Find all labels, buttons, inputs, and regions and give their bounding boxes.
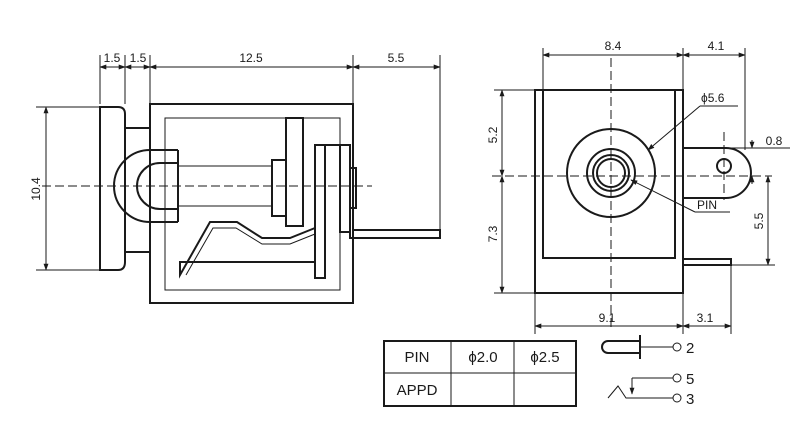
pin-number-2: 2: [686, 340, 694, 357]
side-flange: [99, 106, 126, 271]
side-spring-contact: [179, 221, 316, 279]
dim-front-bottom-right: 3.1: [697, 311, 714, 325]
dim-front-upper-left: 5.2: [486, 126, 500, 143]
callout-outer-diameter: ϕ5.6: [701, 91, 725, 105]
pin-table: PIN ϕ2.0 ϕ2.5 APPD: [383, 340, 577, 407]
side-body: [149, 103, 354, 304]
table-header-dia-2-0: ϕ2.0: [468, 349, 497, 366]
side-dimension-chain: 1.5 1.5 12.5 5.5: [99, 51, 441, 230]
side-pin-head: [271, 159, 287, 217]
front-top-dimensions: 8.4 4.1: [542, 39, 746, 150]
table-header-pin: PIN: [404, 349, 429, 366]
dim-front-lower-left: 7.3: [486, 225, 500, 242]
dim-side-2: 1.5: [130, 51, 147, 65]
table-row-label: APPD: [397, 382, 438, 399]
front-view: 8.4 4.1 9.1 3.1 5.2 7.3 5.5: [486, 39, 790, 334]
front-face: [542, 89, 676, 259]
dim-front-top-right: 4.1: [708, 39, 725, 53]
dim-side-4: 5.5: [388, 51, 405, 65]
front-left-dimensions: 5.2 7.3: [486, 89, 535, 294]
dim-side-3: 12.5: [239, 51, 263, 65]
front-lug: [683, 147, 752, 199]
front-right-dimensions: 5.5 0.8: [724, 134, 790, 266]
pin-number-5: 5: [686, 371, 694, 388]
schematic-pin-symbol: [601, 340, 641, 354]
front-bottom-terminal: [682, 258, 732, 266]
dim-front-bottom-width: 9.1: [599, 311, 616, 325]
dim-side-height: 10.4: [29, 177, 43, 201]
pin-number-3: 3: [686, 391, 694, 408]
dim-side-1: 1.5: [104, 51, 121, 65]
dim-front-top-width: 8.4: [605, 39, 622, 53]
dim-pin-offset: 0.8: [766, 134, 783, 148]
side-body-inner: [164, 117, 341, 291]
callout-pin: PIN: [697, 198, 717, 212]
dim-front-right: 5.5: [752, 212, 766, 229]
side-view: 1.5 1.5 12.5 5.5 10.4: [29, 51, 441, 304]
front-callouts: ϕ5.6 PIN: [630, 91, 738, 213]
side-terminal: [349, 229, 441, 239]
table-header-dia-2-5: ϕ2.5: [530, 349, 559, 366]
front-bottom-dimensions: 9.1 3.1: [534, 265, 732, 334]
side-height-dimension: 10.4: [29, 106, 100, 271]
schematic-symbol: 2 5 3: [601, 335, 694, 408]
